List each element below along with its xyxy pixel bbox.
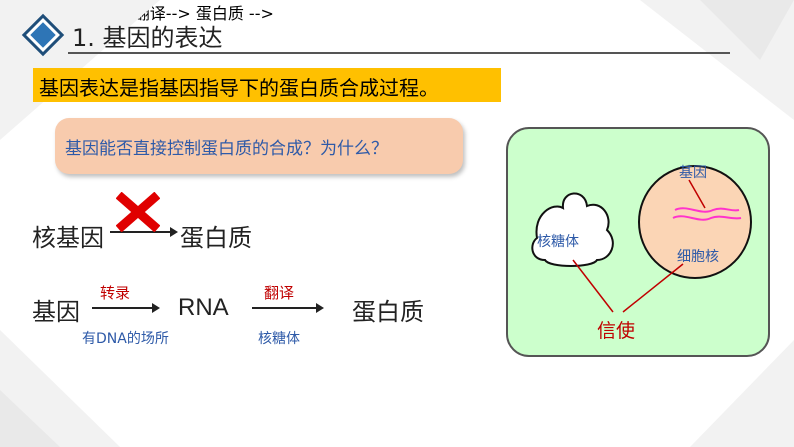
messenger-label: 信使 [597,320,636,342]
question-text: 基因能否直接控制蛋白质的合成？为什么？ [65,139,388,159]
rna-label: RNA [178,294,229,321]
definition-box: 基因表达是指基因指导下的蛋白质合成过程。 [33,68,501,102]
cell-shapes [506,127,770,357]
transcription-label: 转录 [100,284,131,302]
question-box: 基因能否直接控制蛋白质的合成？为什么？ [55,118,463,174]
cell-diagram: 核糖体 细胞核 基因 信使 [505,126,771,358]
title-bar: 1. 基因的表达 [21,13,730,57]
connector-ribosome [572,259,614,313]
row1-arrow [110,227,178,237]
nuclear-gene-label: 核基因 [32,224,104,252]
cross-icon [116,192,160,232]
ribosome-label: 核糖体 [537,234,579,250]
translation-arrow [252,303,324,313]
gene-label-diagram: 基因 [679,165,707,181]
page-title: 1. 基因的表达 [72,24,223,52]
protein-label-2: 蛋白质 [352,298,424,326]
title-underline [68,52,730,54]
gene-strand-2 [672,215,742,221]
translation-label: 翻译 [264,284,295,302]
nucleus-shape [638,165,752,279]
translation-place: 核糖体 [258,331,300,347]
definition-text: 基因表达是指基因指导下的蛋白质合成过程。 [39,76,439,100]
connector-gene [688,179,706,209]
gene-strand-1 [674,207,740,213]
transcription-arrow [92,303,160,313]
nucleus-label: 细胞核 [677,249,719,265]
protein-label-1: 蛋白质 [180,224,252,252]
transcription-place: 有DNA的场所 [82,331,169,347]
connector-nucleus [622,263,684,313]
gene-label: 基因 [32,298,80,326]
ribosome-shape [531,192,614,267]
